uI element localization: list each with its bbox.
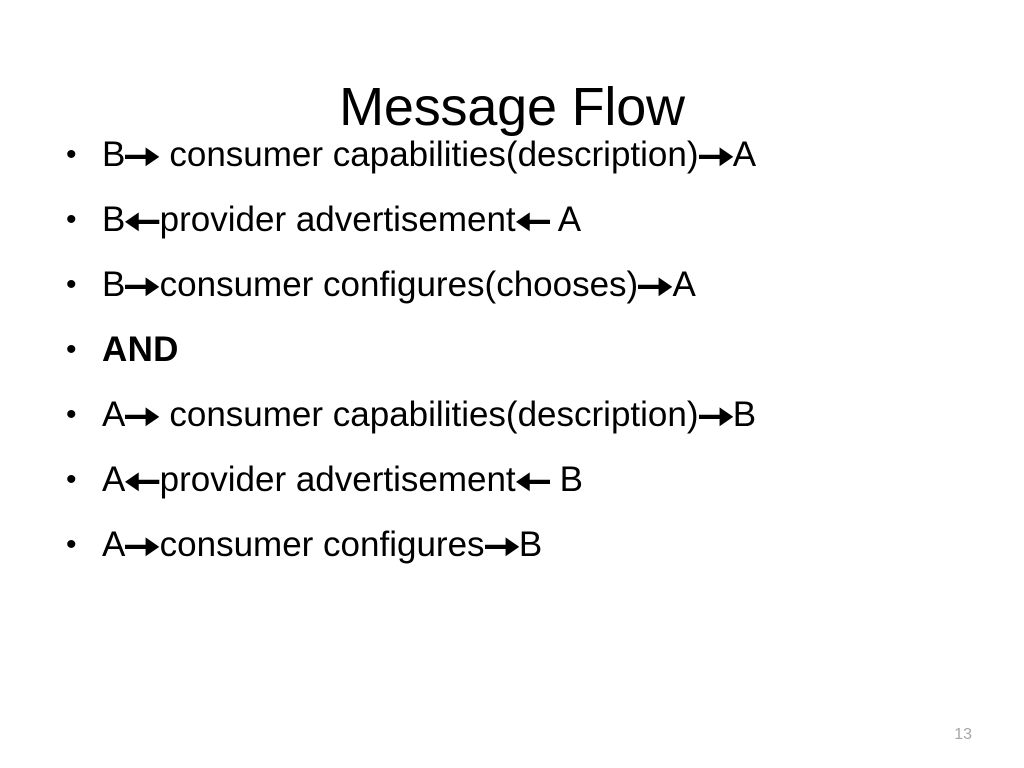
text-run: consumer capabilities(description) xyxy=(159,135,699,174)
text-run: consumer configures xyxy=(159,525,485,564)
bullet-dot-icon: • xyxy=(66,333,77,366)
text-run: consumer capabilities(description) xyxy=(159,395,699,434)
text-run: A xyxy=(549,200,582,239)
text-run: B xyxy=(102,265,126,304)
text-run: A xyxy=(102,460,126,499)
list-item: • B consumer capabilities(description) A xyxy=(56,126,996,183)
bullet-list: • B consumer capabilities(description) A • B… xyxy=(56,126,996,581)
text-run: B xyxy=(102,200,126,239)
right-arrow-icon xyxy=(125,536,160,558)
right-arrow-icon xyxy=(484,536,519,558)
text-run: provider advertisement xyxy=(159,200,516,239)
bullet-dot-icon: • xyxy=(66,398,77,431)
right-arrow-icon xyxy=(638,276,673,298)
text-run: B xyxy=(518,525,543,564)
bullet-dot-icon: • xyxy=(66,203,77,236)
list-item-text: B consumer capabilities(description) A xyxy=(102,135,756,174)
bullet-dot-icon: • xyxy=(66,528,77,561)
left-arrow-icon xyxy=(515,471,550,493)
list-item: • A consumer capabilities(description) B xyxy=(56,386,996,443)
text-run: B xyxy=(102,135,126,174)
left-arrow-icon xyxy=(125,471,160,493)
text-run: AND xyxy=(102,330,179,369)
text-run: A xyxy=(672,265,696,304)
text-run: B xyxy=(732,395,757,434)
left-arrow-icon xyxy=(515,211,550,233)
bullet-dot-icon: • xyxy=(66,268,77,301)
list-item-text: AND xyxy=(102,330,179,369)
list-item: • AND xyxy=(56,321,996,378)
text-run: consumer configures(chooses) xyxy=(159,265,639,304)
left-arrow-icon xyxy=(125,211,160,233)
page-title: Message Flow xyxy=(339,77,685,138)
bullet-dot-icon: • xyxy=(66,138,77,171)
right-arrow-icon xyxy=(125,406,160,428)
right-arrow-icon xyxy=(125,146,160,168)
right-arrow-icon xyxy=(698,146,733,168)
text-run: provider advertisement xyxy=(159,460,516,499)
text-run: B xyxy=(549,460,584,499)
text-run: A xyxy=(102,525,126,564)
bullet-dot-icon: • xyxy=(66,463,77,496)
list-item-text: A consumer capabilities(description) B xyxy=(102,395,756,434)
text-run: A xyxy=(732,135,757,174)
right-arrow-icon xyxy=(125,276,160,298)
slide-page-number: 13 xyxy=(954,726,972,743)
text-run: A xyxy=(102,395,126,434)
right-arrow-icon xyxy=(698,406,733,428)
